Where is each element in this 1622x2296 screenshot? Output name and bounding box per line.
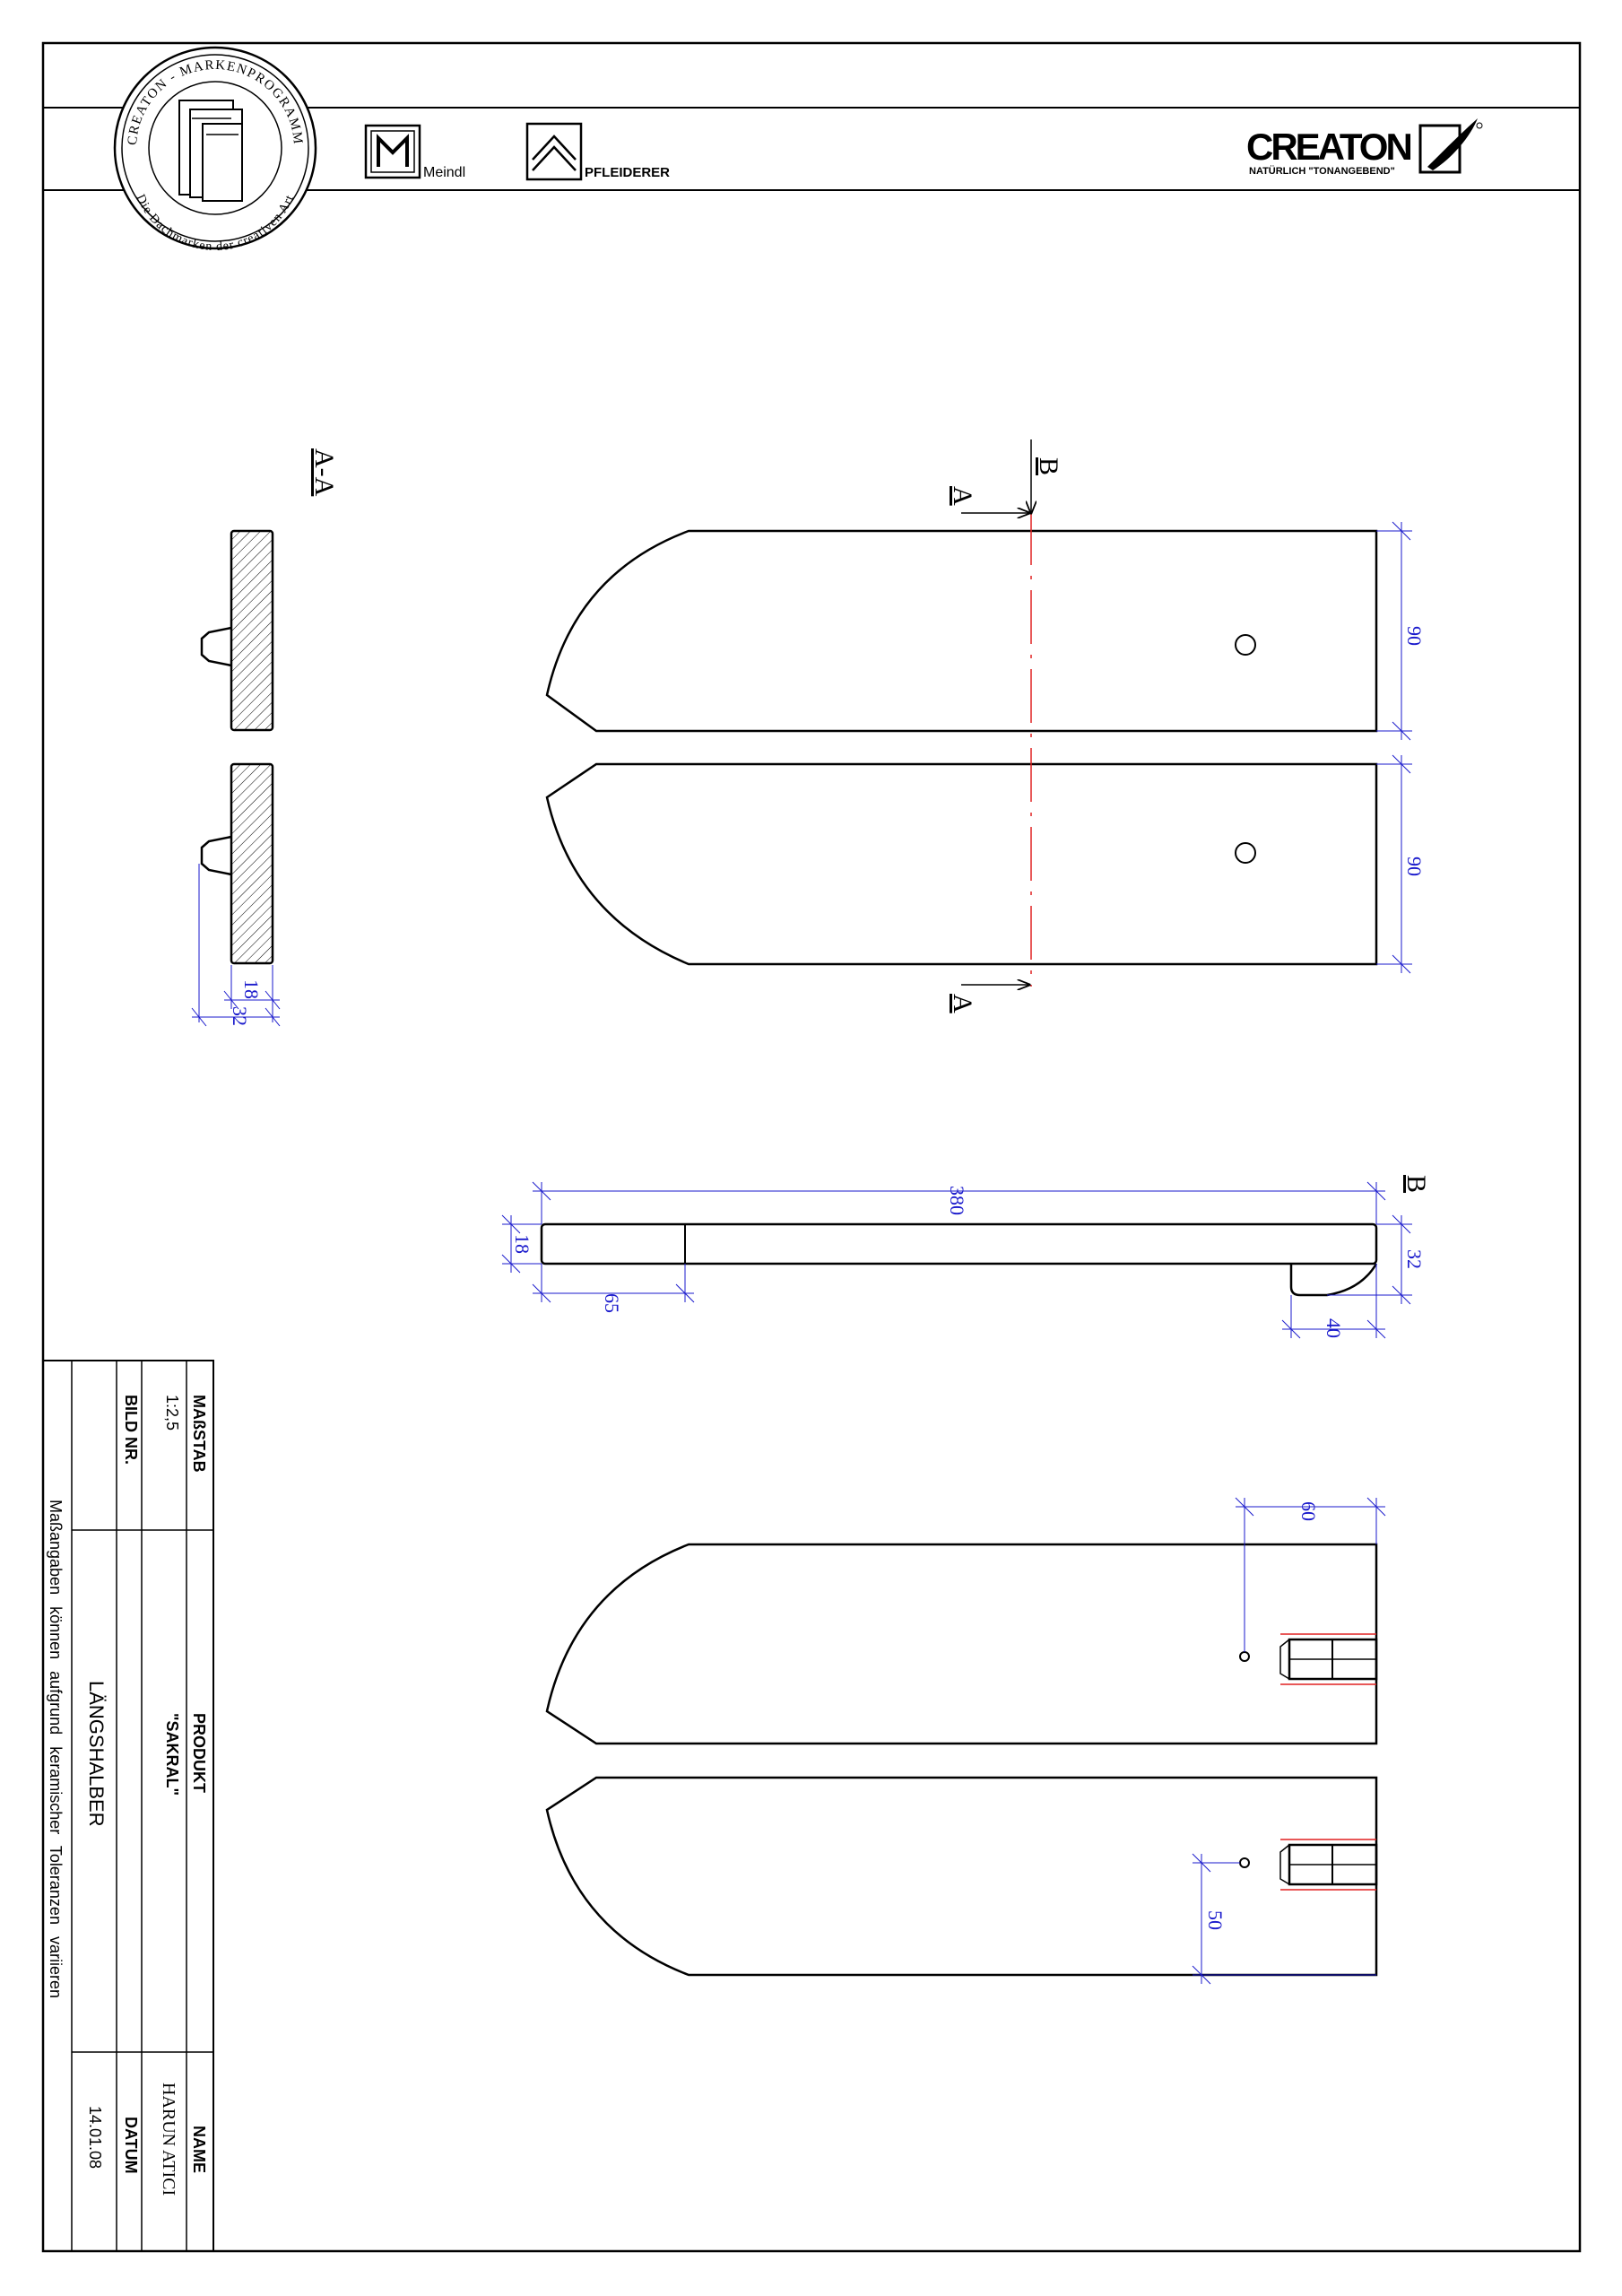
datum-value: 14.01.08 <box>86 2106 104 2169</box>
section-markers: B A A <box>948 439 1063 1013</box>
marker-b-side: B <box>1401 1175 1431 1193</box>
pfleiderer-label: PFLEIDERER <box>585 165 670 180</box>
dim-side-thickness: 18 <box>511 1234 533 1254</box>
tolerance-note: Maßangaben können aufgrund keramischer T… <box>47 1500 65 1998</box>
brand-meindl: Meindl <box>364 124 465 180</box>
datum-label: DATUM <box>122 2117 140 2174</box>
side-view: B 380 18 65 32 40 <box>501 1175 1431 1339</box>
dim-section-thickness: 18 <box>240 979 263 999</box>
produkt-value: "SAKRAL" <box>163 1713 181 1796</box>
plan-view-bottom: 60 50 <box>545 1497 1386 1985</box>
marker-b-top: B <box>1034 457 1063 475</box>
dim-bottom-50: 50 <box>1204 1910 1227 1930</box>
dim-width-lower-label: 90 <box>1403 857 1426 876</box>
nail-hole-lower <box>1235 842 1256 864</box>
tile-half-upper <box>545 529 1378 733</box>
side-view-body <box>540 1222 1378 1265</box>
brand-pfleiderer: PFLEIDERER <box>525 122 670 181</box>
dim-bottom-60: 60 <box>1297 1501 1320 1521</box>
meindl-label: Meindl <box>423 165 465 180</box>
dim-side-65: 65 <box>601 1293 623 1313</box>
creaton-logo-tagline: NATÜRLICH "TONANGEBEND" <box>1249 165 1395 177</box>
title-block: MAßSTAB 1:2,5 BILD NR. PRODUKT "SAKRAL" … <box>42 1360 214 2252</box>
name-value: HARUN ATICI <box>159 2083 178 2196</box>
dim-section-total: 32 <box>229 1006 251 1026</box>
produkt-label: PRODUKT <box>190 1713 208 1793</box>
name-label: NAME <box>190 2126 208 2173</box>
marker-a-top: A <box>948 486 977 506</box>
creaton-seal: CREATON - MARKENPROGRAMM Die Dachmarken … <box>113 46 317 254</box>
section-aa: A-A 18 32 <box>191 448 339 1027</box>
part-name: LÄNGSHALBER <box>85 1681 108 1827</box>
nail-hole-upper <box>1235 634 1256 656</box>
section-aa-profile-lower <box>230 762 274 965</box>
underside-half-lower <box>545 1776 1378 1977</box>
pfleiderer-logo-icon <box>525 122 583 181</box>
side-view-nose <box>1289 1263 1378 1297</box>
massstab-value: 1:2,5 <box>163 1395 181 1431</box>
dim-width-upper: 90 <box>1376 521 1426 741</box>
dim-side-40: 40 <box>1323 1318 1345 1338</box>
dim-width-lower: 90 <box>1376 754 1426 974</box>
section-aa-title: A-A <box>309 448 339 497</box>
marker-a-bottom: A <box>948 994 977 1013</box>
bild-nr-label: BILD NR. <box>122 1395 140 1465</box>
creaton-logo: CREATON NATÜRLICH "TONANGEBEND" <box>1246 118 1483 177</box>
tile-half-lower <box>545 762 1378 966</box>
section-aa-profile-upper <box>230 529 274 732</box>
dim-length: 380 <box>946 1186 968 1215</box>
underside-half-upper <box>545 1543 1378 1745</box>
massstab-label: MAßSTAB <box>190 1395 208 1473</box>
dim-side-32: 32 <box>1403 1249 1426 1269</box>
sheet-border <box>41 41 1582 2253</box>
plan-view-top <box>545 511 1378 987</box>
dim-width-upper-label: 90 <box>1403 626 1426 646</box>
creaton-logo-name: CREATON <box>1246 126 1410 168</box>
